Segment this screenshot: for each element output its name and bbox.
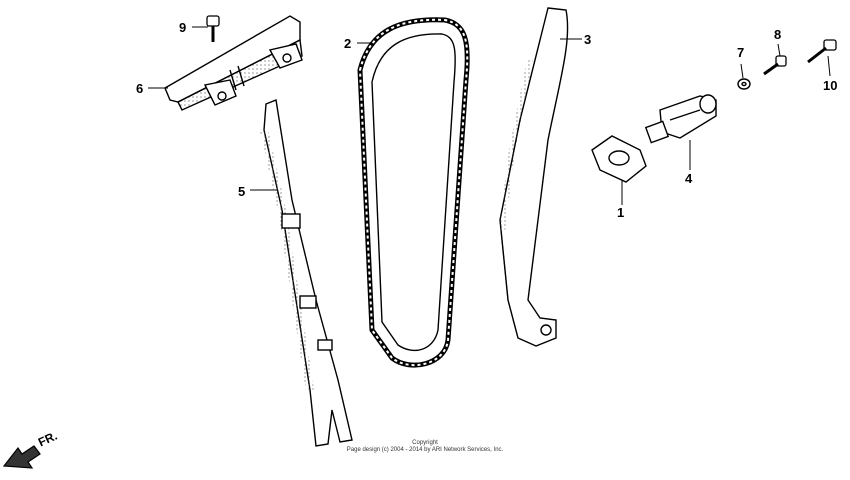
part-5-guide-plate[interactable] xyxy=(260,99,353,447)
callout-3: 3 xyxy=(584,32,592,47)
callout-10: 10 xyxy=(823,78,838,93)
callout-8: 8 xyxy=(774,27,782,42)
callout-5: 5 xyxy=(238,184,246,199)
callout-6: 6 xyxy=(136,81,144,96)
callout-2: 2 xyxy=(344,36,352,51)
part-8-bolt[interactable] xyxy=(763,55,787,76)
part-4-tensioner[interactable] xyxy=(644,94,717,144)
part-9-bolt[interactable] xyxy=(206,15,220,42)
part-3-chain-guide[interactable] xyxy=(499,7,569,347)
copyright-line-1: Copyright xyxy=(412,440,438,446)
copyright-line-2: Page design (c) 2004 - 2014 by ARI Netwo… xyxy=(346,446,504,453)
copyright-notice: Copyright Page design (c) 2004 - 2014 by… xyxy=(300,440,550,453)
callout-1: 1 xyxy=(617,205,625,220)
part-1-gasket[interactable] xyxy=(591,135,647,183)
callout-9: 9 xyxy=(179,20,187,35)
part-10-bolt[interactable] xyxy=(807,39,837,64)
front-direction-arrow xyxy=(2,445,41,469)
part-6-bracket[interactable] xyxy=(164,15,303,111)
part-2-cam-chain[interactable] xyxy=(357,17,470,368)
callout-4: 4 xyxy=(685,171,693,186)
callout-7: 7 xyxy=(737,45,745,60)
part-7-washer[interactable] xyxy=(737,78,751,90)
leader-lines xyxy=(148,26,831,205)
